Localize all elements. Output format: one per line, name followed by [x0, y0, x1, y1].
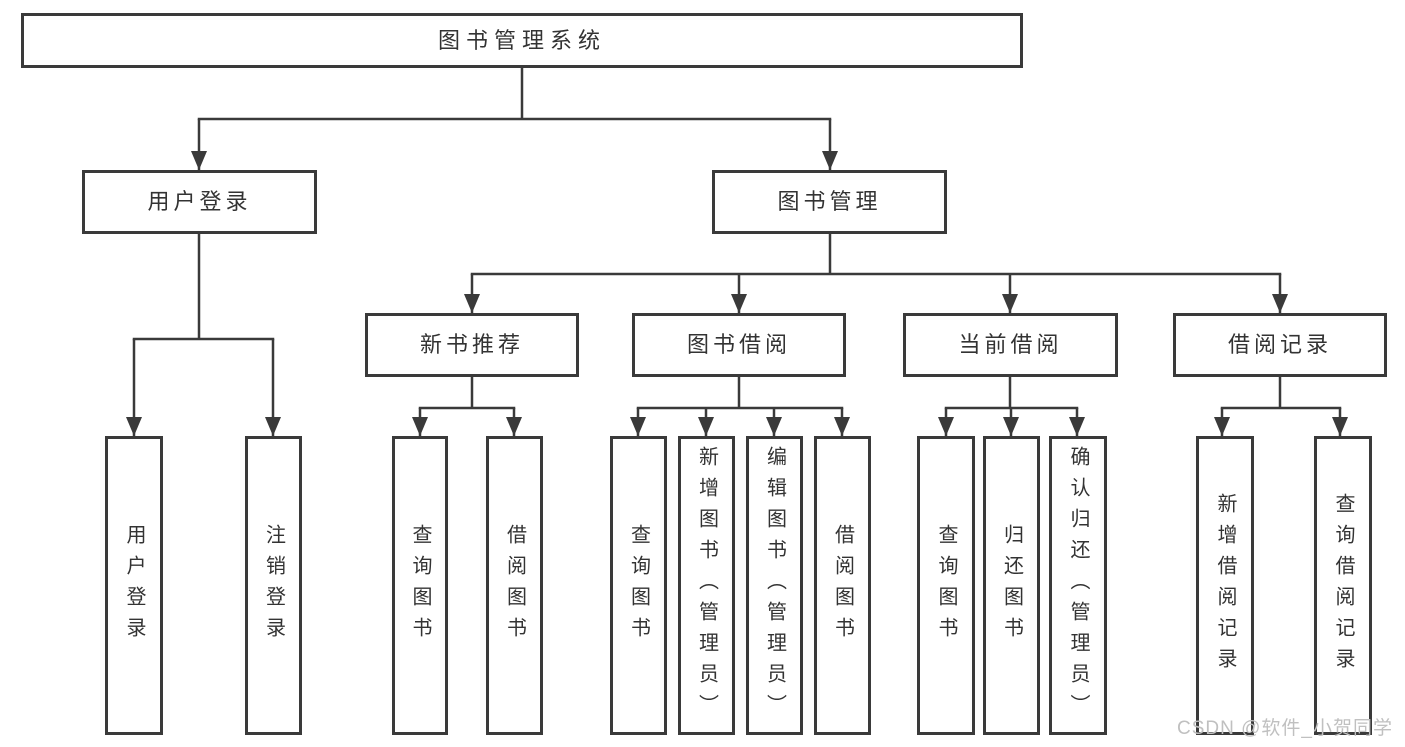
leaf-query-books-2: 查询图书 [610, 436, 667, 735]
leaf-query-books-3: 查询图书 [917, 436, 975, 735]
node-new-book-recommend-label: 新书推荐 [419, 332, 524, 357]
leaf-edit-book-admin: 编辑图书（管理员） [746, 436, 803, 735]
leaf-confirm-return-admin: 确认归还（管理员） [1049, 436, 1107, 735]
leaf-return-book: 归还图书 [983, 436, 1040, 735]
node-current-borrow-label: 当前借阅 [958, 332, 1063, 357]
node-user-login-label: 用户登录 [147, 189, 252, 214]
node-root-label: 图书管理系统 [437, 27, 606, 53]
node-borrow-records: 借阅记录 [1173, 313, 1387, 377]
leaf-add-book-admin: 新增图书（管理员） [678, 436, 735, 735]
leaf-user-login-label: 用户登录 [123, 523, 145, 648]
node-book-borrow-label: 图书借阅 [686, 332, 791, 357]
node-book-management: 图书管理 [712, 170, 947, 234]
leaf-borrow-books-1-label: 借阅图书 [503, 523, 526, 648]
leaf-query-borrow-record: 查询借阅记录 [1314, 436, 1372, 735]
leaf-query-borrow-record-label: 查询借阅记录 [1332, 492, 1354, 679]
node-book-borrow: 图书借阅 [632, 313, 846, 377]
leaf-borrow-books-1: 借阅图书 [486, 436, 543, 735]
node-user-login: 用户登录 [82, 170, 317, 234]
leaf-add-book-admin-label: 新增图书（管理员） [695, 446, 718, 725]
leaf-confirm-return-admin-label: 确认归还（管理员） [1067, 446, 1089, 725]
node-new-book-recommend: 新书推荐 [365, 313, 579, 377]
leaf-edit-book-admin-label: 编辑图书（管理员） [763, 446, 786, 725]
csdn-watermark: CSDN @软件_小贺同学 [1177, 718, 1393, 739]
leaf-logout: 注销登录 [245, 436, 302, 735]
node-current-borrow: 当前借阅 [903, 313, 1118, 377]
leaf-query-books-1: 查询图书 [392, 436, 448, 735]
leaf-query-books-2-label: 查询图书 [627, 523, 650, 648]
node-borrow-records-label: 借阅记录 [1227, 332, 1332, 357]
node-book-management-label: 图书管理 [777, 189, 882, 214]
leaf-add-borrow-record-label: 新增借阅记录 [1214, 492, 1236, 679]
leaf-logout-label: 注销登录 [262, 523, 285, 648]
leaf-borrow-books-2: 借阅图书 [814, 436, 871, 735]
leaf-user-login: 用户登录 [105, 436, 163, 735]
node-root: 图书管理系统 [21, 13, 1023, 68]
leaf-borrow-books-2-label: 借阅图书 [831, 523, 854, 648]
leaf-query-books-1-label: 查询图书 [409, 523, 431, 648]
leaf-return-book-label: 归还图书 [1000, 523, 1023, 648]
leaf-add-borrow-record: 新增借阅记录 [1196, 436, 1254, 735]
leaf-query-books-3-label: 查询图书 [935, 523, 957, 648]
